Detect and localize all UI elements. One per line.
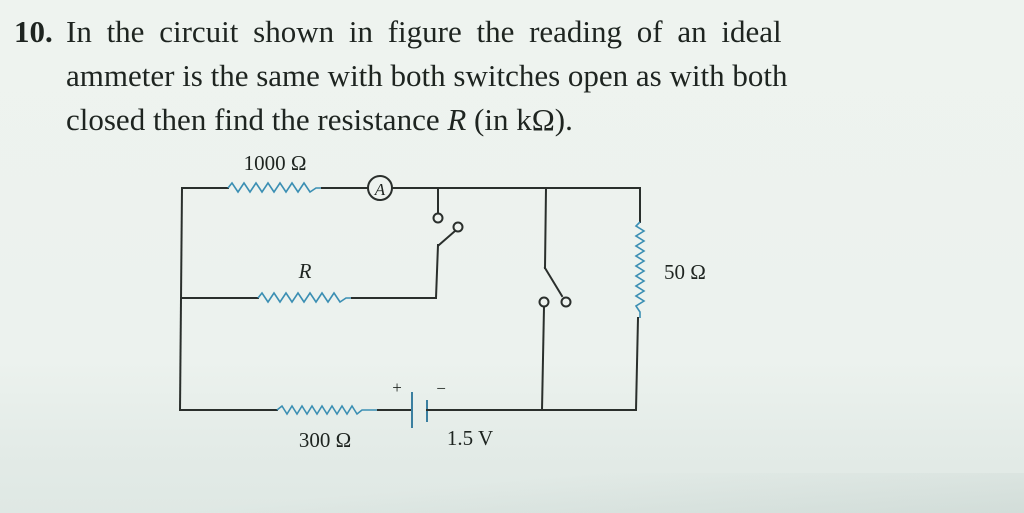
switch-2-lead-top xyxy=(543,186,548,270)
resistor-r xyxy=(257,291,352,304)
battery-plus-sign: + xyxy=(392,378,402,397)
switch-1-terminal-b[interactable] xyxy=(452,221,464,233)
ammeter-label: A xyxy=(374,180,386,199)
question-text-3: closed then find the resistance xyxy=(66,102,448,137)
question-block: 10. In the circuit shown in figure the re… xyxy=(14,10,944,142)
resistor-50-ohm xyxy=(634,221,646,318)
switch-1-blade[interactable] xyxy=(437,229,457,247)
switch-2-blade[interactable] xyxy=(543,266,564,298)
resistor-1000-label: 1000 Ω xyxy=(244,151,307,175)
question-number: 10. xyxy=(14,14,53,49)
resistor-300-ohm xyxy=(276,404,378,416)
page-shadow xyxy=(0,473,1024,513)
resistor-r-label: R xyxy=(298,259,312,283)
resistor-300-label: 300 Ω xyxy=(299,428,351,452)
question-text-1: In the circuit shown in figure the readi… xyxy=(66,14,782,49)
switch-2-lead-bottom xyxy=(540,305,546,412)
switch-1-lead-bottom xyxy=(434,243,440,300)
question-line-1: 10. In the circuit shown in figure the re… xyxy=(14,10,944,54)
question-line-3: closed then find the resistance R (in kΩ… xyxy=(14,98,944,142)
battery-label: 1.5 V xyxy=(447,426,493,450)
switch-2-terminal-b[interactable] xyxy=(560,296,572,308)
question-text-2: ammeter is the same with both switches o… xyxy=(66,58,788,93)
switch-2-terminal-a[interactable] xyxy=(538,296,550,308)
resistor-50-label: 50 Ω xyxy=(664,260,706,284)
wire-right-bottom xyxy=(634,316,640,412)
question-variable: R xyxy=(447,102,467,137)
battery-minus-sign: − xyxy=(436,379,446,398)
resistor-1000-ohm xyxy=(227,181,322,194)
question-line-2: ammeter is the same with both switches o… xyxy=(14,54,944,98)
switch-1-terminal-a[interactable] xyxy=(432,212,444,224)
question-unit: (in kΩ). xyxy=(466,102,573,137)
